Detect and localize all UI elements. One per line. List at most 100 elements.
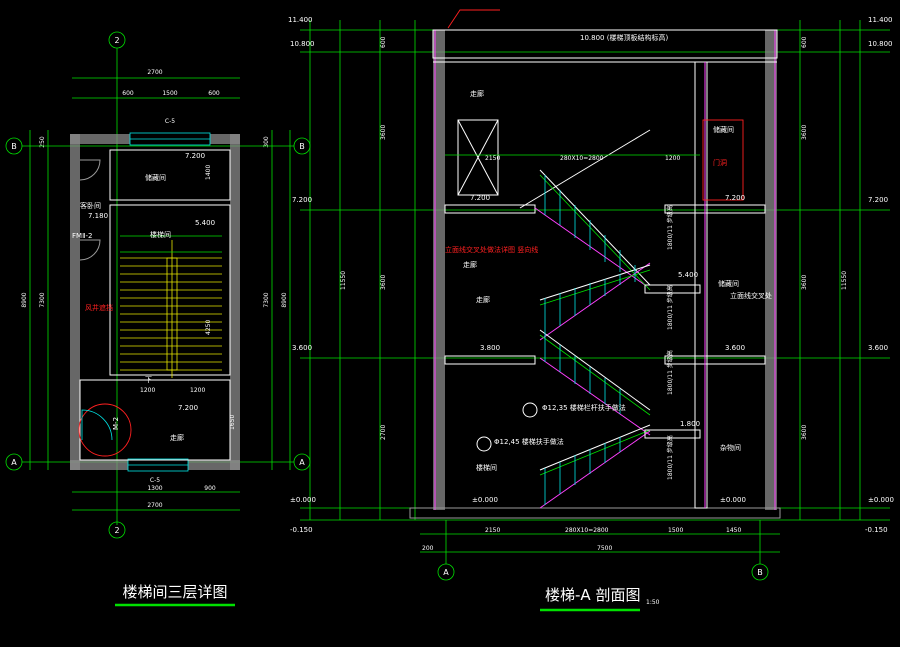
slab-7200-left [444, 204, 536, 214]
sec-level-7200-in: 7.200 [470, 194, 490, 202]
dim-right-300: 300 [263, 136, 270, 148]
sec-wall-left [433, 30, 445, 510]
door-swing-guest [79, 239, 101, 261]
dim-bot-1300: 1300 [147, 485, 162, 492]
window-tag-bottom: C-5 [150, 477, 160, 484]
axis-bubble-bottom [108, 521, 126, 539]
sec-note-red: 立面线交叉处做法详图 竖向线 [445, 245, 538, 254]
upper-window [457, 119, 499, 196]
sec-level-0-in2: ±0.000 [720, 496, 746, 504]
sec-total-left: 11550 [340, 271, 347, 290]
sec-top-stairs: 280X10=2800 [560, 155, 604, 162]
sec-step-note-2: 1800/11 步级高 [666, 350, 674, 395]
dim-mid-1200a: 1200 [140, 387, 155, 394]
sec-dim-left-4: 3600 [380, 275, 387, 290]
roof-note: 10.800 (楼梯顶板结构标高) [580, 33, 668, 42]
room-guest: 客卧间 [80, 201, 101, 210]
door-tag-m2: M-2 [112, 417, 120, 430]
sec-room-misc: 杂物间 [720, 443, 741, 452]
flight-upper-a [519, 129, 651, 209]
sec-axis-bubble-a [437, 563, 455, 581]
stair-plan: 2 2 2700 600 1500 600 C-5 8900 7300 250 … [5, 31, 311, 607]
dim-mid-1400: 1400 [205, 165, 212, 180]
stair-treads [120, 240, 222, 378]
sec-room-storage1: 储藏间 [713, 125, 734, 134]
dim-mid-1650: 1650 [229, 415, 236, 430]
axis-label-b-right: B [299, 142, 305, 151]
sec-bot-200: 200 [422, 545, 434, 552]
slab-7200-right [664, 204, 766, 214]
sec-room-stair: 楼梯间 [476, 463, 497, 472]
sec-room-corridor3: 走廊 [476, 295, 490, 304]
roof-slab [432, 29, 778, 59]
flight-middle [539, 262, 651, 341]
sec-axis-bubble-b [751, 563, 769, 581]
sec-level-3600-right: 3.600 [868, 344, 888, 352]
sec-level-7200-right-in: 7.200 [725, 194, 745, 202]
axis-label-top: 2 [114, 36, 119, 45]
sec-level-7200-right: 7.200 [868, 196, 888, 204]
handrail-upper [539, 169, 651, 286]
corridor-room [79, 379, 231, 461]
dim-left-7300: 7300 [39, 292, 46, 307]
level-7200a: 7.200 [185, 152, 205, 160]
sec-dim-left-6: 2700 [380, 425, 387, 440]
dim-top-600b: 600 [208, 90, 220, 97]
dim-right-7300: 7300 [263, 292, 270, 307]
sec-note-vent: 立面线交叉处 [730, 291, 772, 300]
section-title: 楼梯-A 剖面图 [545, 586, 640, 604]
sec-dim-right-4: 3600 [801, 425, 808, 440]
sec-level-3600-left: 3.600 [292, 344, 312, 352]
sec-axis-b: B [757, 568, 763, 577]
axis-label-a-left: A [11, 458, 17, 467]
landing-5400 [644, 284, 701, 294]
slab-3600-right [664, 355, 766, 365]
sec-bot-stairs: 280X10=2800 [565, 527, 609, 534]
red-note: 风井遮挡 [85, 303, 113, 312]
sec-bot-1500: 1500 [668, 527, 683, 534]
dim-bot-total: 2700 [147, 502, 162, 509]
red-circle-mark [78, 403, 132, 457]
sec-total-right: 11550 [841, 271, 848, 290]
sec-level-10800-left: 10.800 [290, 40, 315, 48]
handrail-middle [539, 264, 651, 301]
sec-level-3600-in: 3.600 [725, 344, 745, 352]
sec-level-10800-right: 10.800 [868, 40, 893, 48]
dim-left-8900: 8900 [21, 292, 28, 307]
stair-section: 11.400 10.800 7.200 3.600 ±0.000 -0.150 … [288, 9, 894, 612]
storage-room [109, 149, 231, 201]
handrail-bottom [539, 424, 651, 471]
room-stair: 楼梯间 [150, 230, 171, 239]
level-5400: 5.400 [195, 219, 215, 227]
door-opening-red [702, 119, 744, 201]
sec-step-note-1: 1800/11 步级高 [666, 285, 674, 330]
sec-level-0-right: ±0.000 [868, 496, 894, 504]
slab-3600-left [444, 355, 536, 365]
sec-step-note-3: 1800/11 步级高 [666, 435, 674, 480]
axis-label-b-left: B [11, 142, 17, 151]
sec-dim-right-2: 3600 [801, 125, 808, 140]
label-down: 下 [145, 376, 152, 384]
flight-bottom [539, 430, 651, 509]
wall-right [230, 134, 240, 470]
dim-top-1500: 1500 [162, 90, 177, 97]
door-swing-corridor [81, 409, 113, 441]
sec-dim-left-0: 600 [380, 36, 387, 48]
sec-level-0-left: ±0.000 [290, 496, 316, 504]
axis-label-a-right: A [299, 458, 305, 467]
wall-left [70, 134, 80, 470]
plan-title: 楼梯间三层详图 [122, 583, 227, 601]
sec-bot-total: 7500 [597, 545, 612, 552]
sec-dim-left-2: 3600 [380, 125, 387, 140]
door-swing-storage [79, 159, 101, 181]
dim-top-total: 2700 [147, 69, 162, 76]
axis-label-bottom: 2 [114, 526, 119, 535]
dim-mid-4250: 4250 [205, 320, 212, 335]
sec-level-0-in: ±0.000 [472, 496, 498, 504]
sec-level-1800: 1.800 [680, 420, 700, 428]
sec-level-5400: 5.400 [678, 271, 698, 279]
dim-bot-900: 900 [204, 485, 216, 492]
sec-dim-right-0: 600 [801, 36, 808, 48]
room-corridor: 走廊 [170, 433, 184, 442]
